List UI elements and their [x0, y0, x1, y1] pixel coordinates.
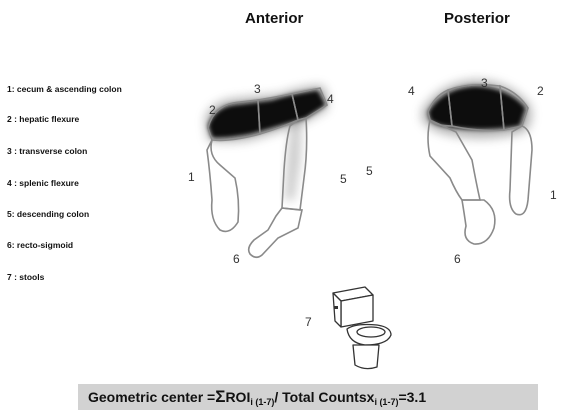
formula-roi-subscript: i (1-7) [250, 389, 274, 415]
posterior-label-4: 4 [408, 84, 415, 98]
formula-value: 3.1 [407, 384, 426, 410]
legend-item-stools: 7 : stools [7, 272, 44, 282]
anterior-label-2: 2 [209, 103, 216, 117]
posterior-roi-ascending [510, 126, 532, 215]
posterior-label-1: 1 [550, 188, 557, 202]
anterior-label-3: 3 [254, 82, 261, 96]
posterior-title: Posterior [444, 10, 510, 27]
anterior-label-1: 1 [188, 170, 195, 184]
legend-item-hepatic: 2 : hepatic flexure [7, 114, 79, 124]
legend-item-splenic: 4 : splenic flexure [7, 178, 79, 188]
posterior-label-2: 2 [537, 84, 544, 98]
formula-equals: = [398, 384, 406, 410]
anterior-roi-ascending [207, 140, 239, 231]
formula-roi: ROI [225, 384, 250, 410]
geometric-center-formula: Geometric center = Σ ROI i (1-7) / Total… [78, 384, 538, 410]
toilet-label-7: 7 [305, 315, 312, 329]
legend-item-descending: 5: descending colon [7, 209, 89, 219]
posterior-roi-rectosigmoid [462, 200, 495, 244]
posterior-label-5: 5 [366, 164, 373, 178]
posterior-scan [400, 60, 570, 275]
legend-item-transverse: 3 : transverse colon [7, 146, 87, 156]
formula-middle: / Total Counts [274, 384, 366, 410]
formula-prefix: Geometric center = [78, 384, 215, 410]
anterior-label-4: 4 [327, 92, 334, 106]
toilet-icon [325, 283, 405, 375]
legend-item-rectosigmoid: 6: recto-sigmoid [7, 240, 73, 250]
posterior-label-3: 3 [481, 76, 488, 90]
posterior-label-6: 6 [454, 252, 461, 266]
formula-x: x [367, 384, 375, 410]
legend-item-cecum: 1: cecum & ascending colon [7, 84, 122, 94]
anterior-label-6: 6 [233, 252, 240, 266]
formula-x-subscript: i (1-7) [374, 389, 398, 415]
anterior-title: Anterior [245, 10, 303, 27]
anterior-label-5: 5 [340, 172, 347, 186]
anterior-roi-rectosigmoid [249, 208, 302, 257]
anterior-scan [180, 60, 380, 275]
formula-sigma: Σ [215, 384, 225, 410]
